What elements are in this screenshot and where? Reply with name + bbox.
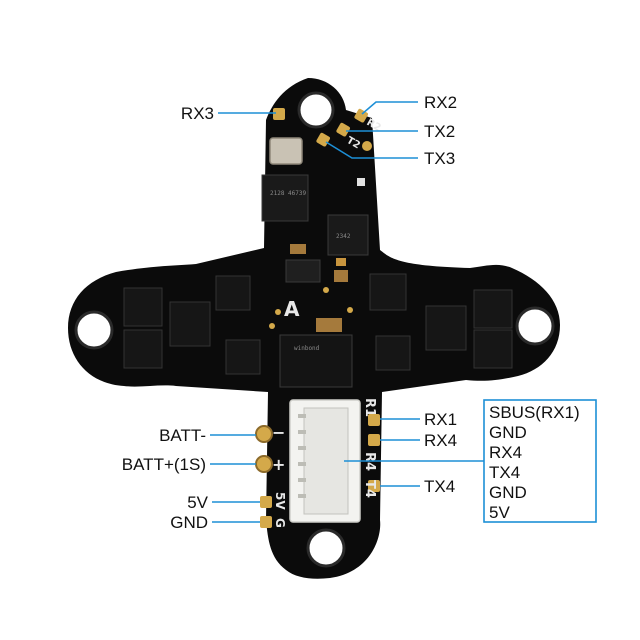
leader-tx3 (325, 141, 418, 159)
components: 2128 46739 2342 winbond (123, 137, 513, 388)
connector-pin-4 (298, 462, 306, 466)
pad-t2-dot (362, 141, 372, 151)
esc-left-4 (215, 275, 251, 311)
pad-tx4 (368, 480, 380, 492)
label-rx4: RX4 (424, 431, 457, 450)
connector-inner (303, 407, 349, 515)
leader-rx2 (361, 101, 418, 115)
pad-dot-2 (275, 309, 281, 315)
chip-flash-marking: winbond (294, 345, 320, 352)
pinout-line: SBUS(RX1) (489, 403, 580, 422)
pinout-line: TX4 (489, 463, 520, 482)
pinout-line: RX4 (489, 443, 522, 462)
led-small (357, 178, 365, 186)
label-tx2: TX2 (424, 122, 455, 141)
silk-r1: R1 (362, 398, 377, 417)
silkscreen: A R1 R4 T4 − + 5V G R2 T2 (272, 117, 383, 528)
esc-right-4 (369, 273, 407, 311)
pcb-board (68, 78, 560, 579)
crystal-can (269, 137, 303, 165)
connector-pinout-list: SBUS(RX1) GND RX4 TX4 GND 5V (489, 403, 580, 522)
mount-hole-left (74, 310, 114, 350)
label-rx1: RX1 (424, 410, 457, 429)
chip-mcu-top-marking: 2128 46739 (270, 190, 307, 197)
connector-pin-5 (298, 478, 306, 482)
callout-labels: RX3 RX2 TX2 TX3 RX1 RX4 TX4 BATT- BATT+(… (122, 93, 457, 532)
esc-left-3 (169, 301, 211, 347)
pad-5v (260, 496, 272, 508)
connector-pin-1 (298, 414, 306, 418)
mount-hole-top (297, 91, 335, 129)
esc-left-2 (123, 329, 163, 369)
pad-dot-3 (347, 307, 353, 313)
esc-right-2 (473, 329, 513, 369)
silk-5v: 5V (273, 492, 287, 510)
pad-gnd (260, 516, 272, 528)
cap-d (336, 258, 346, 266)
pinout-line: GND (489, 483, 527, 502)
connector-pin-3 (298, 446, 306, 450)
silk-logo: A (284, 297, 300, 321)
connector-pin-6 (298, 494, 306, 498)
silk-g: G (273, 518, 287, 528)
mount-hole-right (515, 306, 555, 346)
chip-mcu-right-marking: 2342 (336, 233, 351, 240)
pinout-line: 5V (489, 503, 510, 522)
pad-dot-4 (269, 323, 275, 329)
label-tx4: TX4 (424, 477, 455, 496)
label-tx3: TX3 (424, 149, 455, 168)
pad-tx2 (336, 122, 350, 137)
chip-reg-a (285, 259, 321, 283)
mount-hole-bottom (306, 528, 346, 568)
chip-mcu-right (327, 214, 369, 256)
pad-rx1 (368, 414, 380, 426)
label-batt-plus: BATT+(1S) (122, 455, 206, 474)
pad-dot-1 (323, 287, 329, 293)
cap-b (334, 270, 348, 282)
label-batt-minus: BATT- (159, 426, 206, 445)
connector-pinout-box (483, 399, 597, 523)
pad-batt-plus (255, 455, 273, 473)
cap-a (290, 244, 306, 254)
silk-plus: + (272, 455, 285, 474)
pad-rx3 (273, 108, 285, 120)
label-rx2: RX2 (424, 93, 457, 112)
esc-right-1 (473, 289, 513, 329)
label-rx3: RX3 (181, 104, 214, 123)
chip-flash (279, 334, 353, 388)
pad-batt-minus (255, 425, 273, 443)
jst-connector (289, 399, 361, 523)
solder-pads (255, 108, 380, 528)
label-gnd: GND (170, 513, 208, 532)
esc-right-5 (375, 335, 411, 371)
pad-rx4 (368, 434, 380, 446)
esc-left-5 (225, 339, 261, 375)
label-5v: 5V (187, 493, 208, 512)
pinout-line: GND (489, 423, 527, 442)
board-cross (68, 78, 560, 579)
leader-lines (210, 101, 597, 523)
esc-left-1 (123, 287, 163, 327)
silk-minus: − (272, 423, 285, 442)
connector-pin-2 (298, 430, 306, 434)
cap-c (316, 318, 342, 332)
chip-mcu-top (261, 174, 309, 222)
silk-t4: T4 (362, 480, 377, 498)
esc-right-3 (425, 305, 467, 351)
